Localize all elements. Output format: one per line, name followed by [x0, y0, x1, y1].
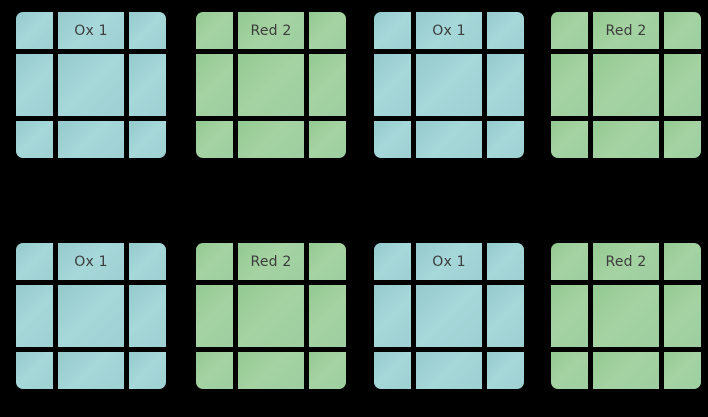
- matrix-cell[interactable]: [664, 121, 701, 158]
- matrix-grid: Ox 1: [374, 243, 524, 389]
- matrix-cell[interactable]: [129, 12, 166, 49]
- matrix-cell[interactable]: [196, 12, 233, 49]
- matrix-cell[interactable]: [664, 285, 701, 347]
- matrix-cell[interactable]: Red 2: [238, 243, 304, 280]
- matrix-cell[interactable]: [664, 54, 701, 116]
- matrix-cell-label: Red 2: [250, 253, 292, 270]
- matrix-cell[interactable]: [129, 243, 166, 280]
- matrix-cell[interactable]: [309, 54, 346, 116]
- matrix-cell[interactable]: [238, 121, 304, 158]
- matrix-cell[interactable]: [487, 352, 524, 389]
- matrix-cell[interactable]: [551, 285, 588, 347]
- matrix-cell[interactable]: [58, 352, 124, 389]
- matrix-cell[interactable]: [58, 54, 124, 116]
- matrix-cell-label: Ox 1: [432, 253, 466, 270]
- matrix-cell[interactable]: [309, 12, 346, 49]
- matrix-grid: Red 2: [196, 12, 346, 158]
- matrix-cell[interactable]: [238, 285, 304, 347]
- matrix-cell[interactable]: [487, 12, 524, 49]
- matrix-cell[interactable]: [416, 352, 482, 389]
- matrix-grid: Red 2: [551, 243, 701, 389]
- matrix-grid: Red 2: [551, 12, 701, 158]
- matrix-cell[interactable]: Red 2: [238, 12, 304, 49]
- matrix-cell[interactable]: [487, 121, 524, 158]
- matrix-cell[interactable]: [416, 121, 482, 158]
- matrix-cell[interactable]: [196, 54, 233, 116]
- matrix-cell[interactable]: [551, 12, 588, 49]
- matrix-cell[interactable]: [551, 54, 588, 116]
- matrix-cell[interactable]: [664, 243, 701, 280]
- matrix-cell[interactable]: Red 2: [593, 12, 659, 49]
- matrix-cell-label: Red 2: [605, 253, 647, 270]
- matrix-cell[interactable]: Ox 1: [416, 243, 482, 280]
- matrix-cell[interactable]: [129, 352, 166, 389]
- matrix-cell[interactable]: [58, 285, 124, 347]
- matrix-cell[interactable]: [487, 243, 524, 280]
- matrix-cell[interactable]: [374, 54, 411, 116]
- matrix-cell-label: Red 2: [605, 22, 647, 39]
- matrix-cell[interactable]: [593, 352, 659, 389]
- matrix-cell[interactable]: [309, 243, 346, 280]
- matrix-cell[interactable]: [551, 243, 588, 280]
- matrix-cell[interactable]: [309, 285, 346, 347]
- matrix-cell[interactable]: Ox 1: [58, 12, 124, 49]
- matrix-cell[interactable]: Red 2: [593, 243, 659, 280]
- matrix-grid: Ox 1: [16, 243, 166, 389]
- matrix-grid: Ox 1: [16, 12, 166, 158]
- matrix-grid: Red 2: [196, 243, 346, 389]
- matrix-cell[interactable]: [374, 243, 411, 280]
- matrix-cell[interactable]: Ox 1: [58, 243, 124, 280]
- matrix-cell[interactable]: Ox 1: [416, 12, 482, 49]
- matrix-cell-label: Red 2: [250, 22, 292, 39]
- matrix-cell[interactable]: [374, 285, 411, 347]
- matrix-cell[interactable]: [374, 352, 411, 389]
- matrix-cell[interactable]: [16, 54, 53, 116]
- matrix-cell[interactable]: [196, 121, 233, 158]
- matrix-cell-label: Ox 1: [74, 22, 108, 39]
- matrix-cell[interactable]: [196, 243, 233, 280]
- matrix-cell[interactable]: [374, 12, 411, 49]
- matrix-cell[interactable]: [416, 54, 482, 116]
- matrix-cell[interactable]: [664, 352, 701, 389]
- matrix-cell[interactable]: [238, 54, 304, 116]
- matrix-cell[interactable]: [416, 285, 482, 347]
- matrix-cell[interactable]: [593, 285, 659, 347]
- matrix-cell[interactable]: [374, 121, 411, 158]
- matrix-cell[interactable]: [551, 121, 588, 158]
- matrix-cell-label: Ox 1: [432, 22, 466, 39]
- matrix-cell[interactable]: [58, 121, 124, 158]
- matrix-cell[interactable]: [129, 285, 166, 347]
- matrix-cell[interactable]: [16, 121, 53, 158]
- matrix-cell[interactable]: [487, 54, 524, 116]
- matrix-cell[interactable]: [238, 352, 304, 389]
- matrix-cell[interactable]: [16, 285, 53, 347]
- matrix-cell[interactable]: [551, 352, 588, 389]
- matrix-cell[interactable]: [593, 54, 659, 116]
- matrix-cell[interactable]: [487, 285, 524, 347]
- matrix-cell[interactable]: [16, 12, 53, 49]
- matrix-cell[interactable]: [196, 352, 233, 389]
- matrix-cell[interactable]: [16, 243, 53, 280]
- matrix-cell-label: Ox 1: [74, 253, 108, 270]
- matrix-cell[interactable]: [309, 121, 346, 158]
- matrix-cell[interactable]: [664, 12, 701, 49]
- matrix-cell[interactable]: [129, 121, 166, 158]
- matrix-cell[interactable]: [309, 352, 346, 389]
- matrix-cell[interactable]: [16, 352, 53, 389]
- matrix-grid: Ox 1: [374, 12, 524, 158]
- matrix-cell[interactable]: [593, 121, 659, 158]
- matrix-cell[interactable]: [129, 54, 166, 116]
- matrix-cell[interactable]: [196, 285, 233, 347]
